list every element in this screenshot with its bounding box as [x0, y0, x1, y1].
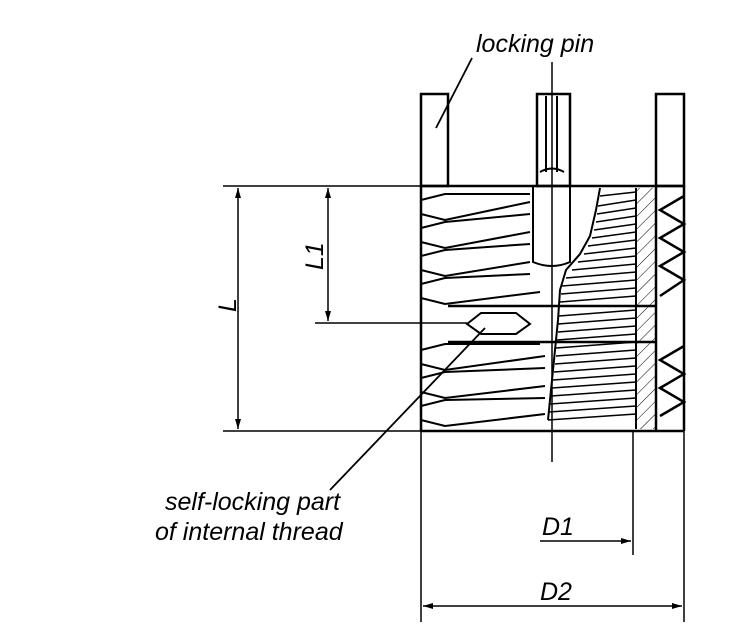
locking-pin-label: locking pin	[476, 30, 594, 58]
dimension-L	[223, 185, 421, 432]
dimension-D2	[420, 431, 685, 622]
right-thread-profile	[657, 194, 687, 418]
dimension-L-label: L	[214, 298, 242, 312]
self-locking-leader	[329, 327, 486, 491]
dimension-D1	[540, 431, 634, 555]
internal-thread	[547, 187, 637, 429]
dimension-D2-label: D2	[540, 578, 572, 606]
dimension-D1-label: D1	[542, 513, 574, 541]
self-locking-label-line1: self-locking part	[165, 488, 341, 516]
external-thread-upper	[420, 193, 541, 306]
dimension-L1-label: L1	[301, 242, 329, 270]
right-lug	[654, 92, 686, 188]
external-thread-lower	[420, 343, 546, 428]
self-locking-label-line2: of internal thread	[155, 518, 344, 546]
self-locking-marker	[465, 312, 532, 335]
leader-lines	[329, 57, 486, 491]
dimension-L1	[315, 188, 467, 324]
left-lug	[419, 92, 450, 188]
section-hatch	[636, 188, 656, 429]
locking-pin-leader	[435, 57, 473, 129]
center-lug	[535, 92, 572, 188]
